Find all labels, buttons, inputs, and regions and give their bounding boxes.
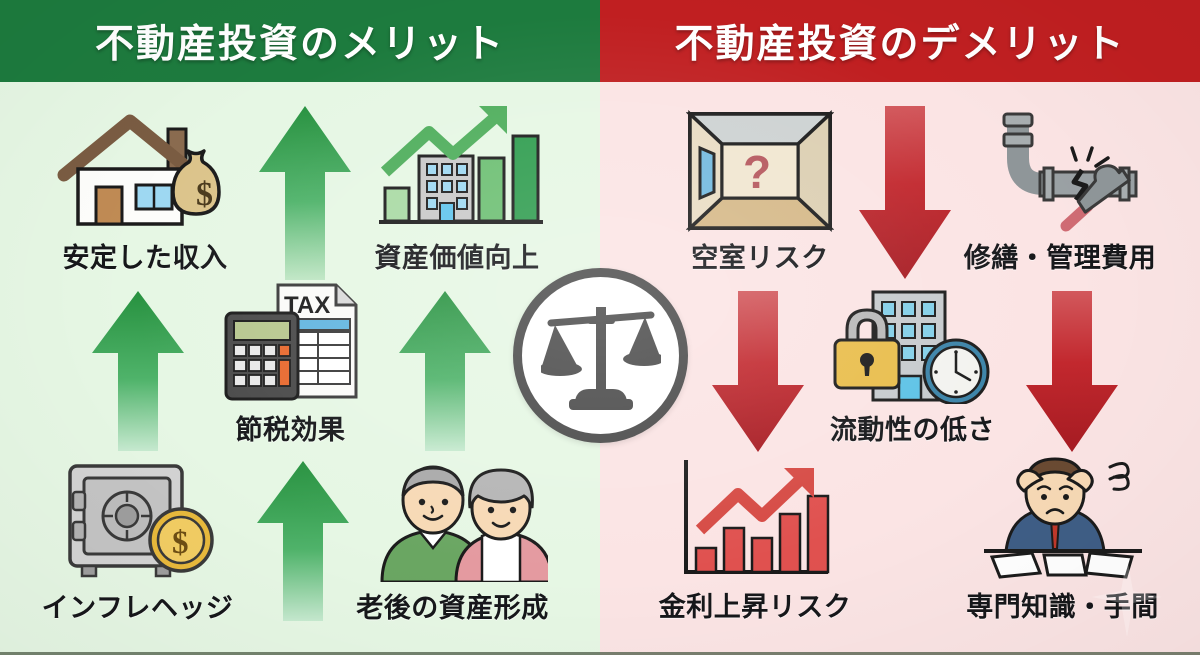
demerit-item-vacancy-risk: ? 空室リスク	[660, 105, 860, 275]
merit-up-arrow-1	[255, 100, 355, 285]
demerit-down-arrow-1	[855, 100, 955, 285]
merit-label-retirement-assets: 老後の資産形成	[356, 593, 549, 623]
svg-text:$: $	[172, 525, 189, 561]
demerit-item-expertise-effort: 専門知識・手間	[950, 452, 1175, 624]
merit-item-stable-income: $ 安定した収入	[40, 105, 250, 275]
demerit-item-interest-rate-risk: 金利上昇リスク	[645, 452, 865, 624]
tax-document-calculator-icon: TAX	[216, 279, 366, 404]
bottom-rule	[0, 652, 1200, 655]
merit-item-tax-saving: TAX	[208, 282, 373, 447]
demerit-down-arrow-2	[708, 285, 808, 457]
demerit-item-low-liquidity: 流動性の低さ	[805, 282, 1020, 447]
svg-text:$: $	[196, 176, 213, 213]
merit-label-stable-income: 安定した収入	[62, 243, 228, 273]
demerit-label-interest-rate-risk: 金利上昇リスク	[658, 592, 852, 622]
balance-scale-icon	[513, 268, 688, 443]
merit-up-arrow-3	[395, 285, 495, 455]
demerit-label-repair-management: 修繕・管理費用	[963, 243, 1157, 273]
rising-bar-chart-red-icon	[668, 456, 843, 581]
safe-with-coin-icon: $	[48, 460, 228, 582]
merit-up-arrow-4	[253, 455, 353, 625]
broken-pipe-tools-icon	[970, 110, 1150, 232]
demerit-label-low-liquidity: 流動性の低さ	[830, 415, 995, 445]
merit-label-inflation-hedge: インフレヘッジ	[41, 593, 234, 623]
demerit-down-arrow-4	[865, 455, 955, 515]
demerit-label-expertise-effort: 専門知識・手間	[966, 592, 1159, 622]
demerit-down-arrow-3	[1022, 285, 1122, 457]
merit-label-asset-value-up: 資産価値向上	[374, 243, 540, 273]
merit-item-asset-value-up: 資産価値向上	[352, 105, 562, 275]
elderly-couple-icon	[358, 462, 548, 582]
merit-up-arrow-2	[88, 285, 188, 455]
merit-label-tax-saving: 節税効果	[235, 415, 346, 445]
balance-scale-emblem	[513, 268, 688, 443]
demerit-item-repair-management: 修繕・管理費用	[945, 105, 1175, 275]
demerits-header-title: 不動産投資のデメリット	[674, 23, 1126, 66]
house-with-money-bag-icon: $	[50, 107, 240, 232]
lock-building-clock-icon	[825, 284, 1000, 404]
svg-text:?: ?	[743, 146, 771, 198]
merit-item-inflation-hedge: $ インフレヘッジ	[30, 455, 245, 625]
demerit-label-vacancy-risk: 空室リスク	[691, 243, 829, 273]
demerits-header: 不動産投資のデメリット	[600, 0, 1200, 82]
merits-header: 不動産投資のメリット	[0, 0, 600, 82]
stressed-person-papers-icon	[970, 453, 1155, 581]
merit-item-retirement-assets: 老後の資産形成	[340, 455, 565, 625]
empty-room-question-icon: ?	[686, 110, 834, 232]
building-growth-chart-icon	[367, 102, 547, 232]
merits-header-title: 不動産投資のメリット	[94, 23, 505, 66]
